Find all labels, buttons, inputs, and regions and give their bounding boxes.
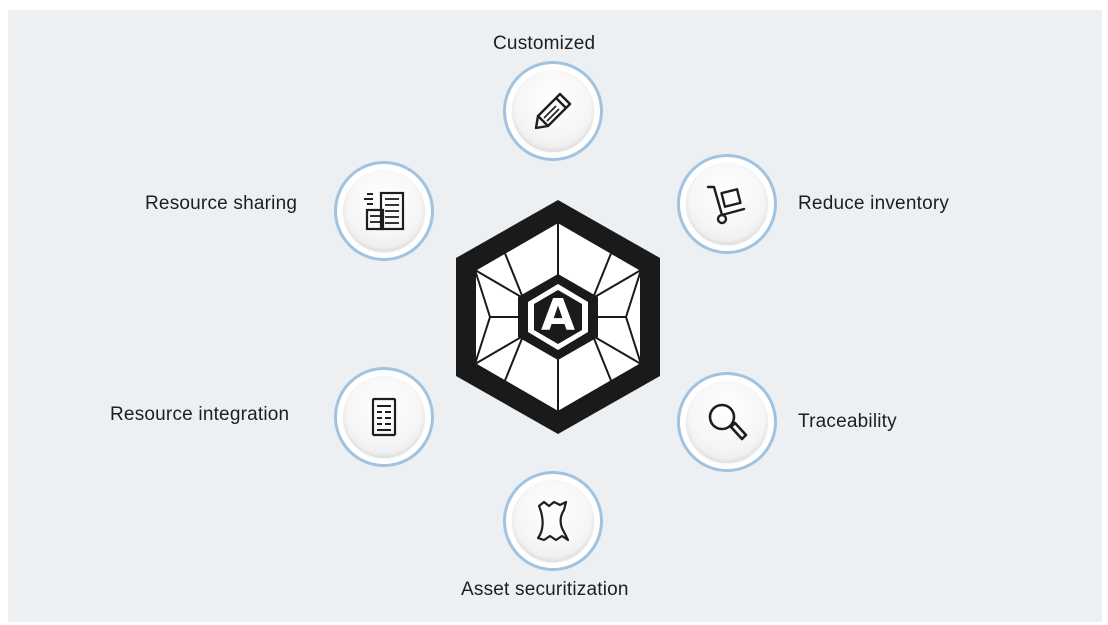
label-resource-sharing: Resource sharing: [145, 193, 298, 214]
node-customized[interactable]: [503, 61, 603, 161]
torn-document-icon: [536, 500, 570, 542]
node-reduce-inventory[interactable]: [677, 154, 777, 254]
magnifier-icon: [708, 403, 748, 441]
node-traceability[interactable]: [677, 372, 777, 472]
center-logo-letter: A: [540, 290, 576, 341]
document-list-icon: [371, 397, 397, 437]
label-asset-securitization: Asset securitization: [461, 579, 629, 600]
label-resource-integration: Resource integration: [110, 404, 290, 425]
pencil-icon: [534, 92, 572, 130]
label-reduce-inventory: Reduce inventory: [798, 193, 950, 214]
label-traceability: Traceability: [798, 411, 897, 432]
shared-documents-icon: [364, 191, 405, 231]
hand-truck-icon: [706, 185, 746, 225]
node-resource-integration[interactable]: [334, 367, 434, 467]
node-asset-securitization[interactable]: [503, 471, 603, 571]
node-resource-sharing[interactable]: [334, 161, 434, 261]
label-customized: Customized: [493, 33, 596, 54]
center-hub-logo: [456, 200, 660, 434]
